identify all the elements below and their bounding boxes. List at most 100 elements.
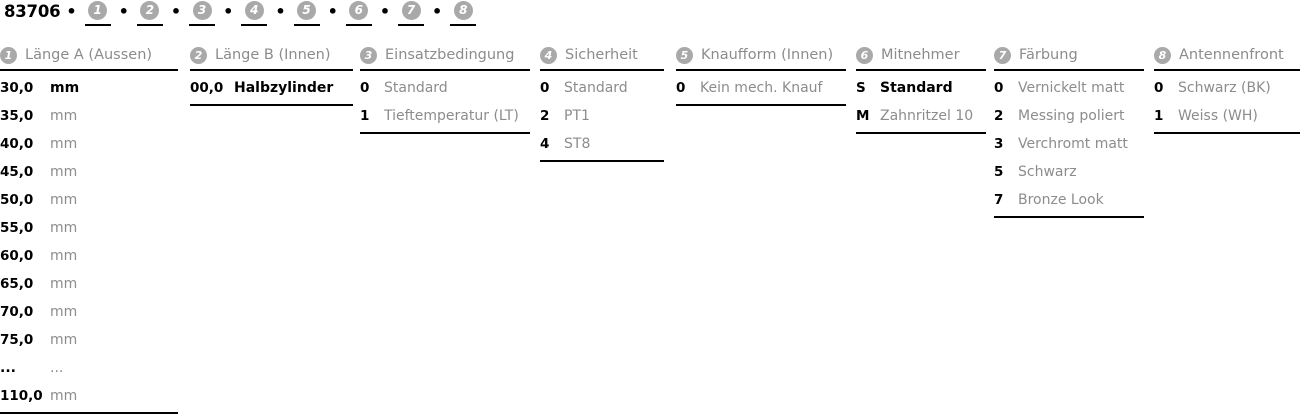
option-key: 5 bbox=[994, 164, 1004, 180]
option-key: 70,0 bbox=[0, 304, 34, 320]
option-label: mm bbox=[50, 80, 80, 96]
option-row[interactable]: 4 ST8 bbox=[540, 130, 664, 158]
column-title: Mitnehmer bbox=[881, 47, 960, 63]
breadcrumb-step-4[interactable]: 4 bbox=[239, 0, 269, 26]
option-label: Standard bbox=[880, 80, 953, 96]
option-label: Halbzylinder bbox=[234, 80, 334, 96]
breadcrumb-step-6[interactable]: 6 bbox=[344, 0, 374, 26]
breadcrumb-step-3[interactable]: 3 bbox=[187, 0, 217, 26]
option-key: 1 bbox=[1154, 108, 1164, 124]
breadcrumb-step-5[interactable]: 5 bbox=[292, 0, 322, 26]
option-key: 4 bbox=[540, 136, 550, 152]
option-key: 35,0 bbox=[0, 108, 34, 124]
step-underline bbox=[189, 24, 216, 26]
option-row[interactable]: 1 Weiss (WH) bbox=[1154, 102, 1300, 130]
option-label: Zahnritzel 10 bbox=[880, 108, 974, 124]
option-row[interactable]: 30,0 mm bbox=[0, 74, 178, 102]
breadcrumb-step-2[interactable]: 2 bbox=[135, 0, 165, 26]
step-number-badge: 5 bbox=[297, 1, 317, 20]
option-key: 65,0 bbox=[0, 276, 34, 292]
option-label: mm bbox=[50, 164, 78, 180]
option-label: mm bbox=[50, 304, 78, 320]
step-underline bbox=[84, 24, 111, 26]
column-number-badge: 8 bbox=[1154, 46, 1171, 64]
option-row[interactable]: 110,0 mm bbox=[0, 382, 178, 410]
option-label: Schwarz bbox=[1018, 164, 1077, 180]
step-underline bbox=[136, 24, 163, 26]
breadcrumb-separator: • bbox=[223, 2, 234, 21]
option-label: ... bbox=[50, 360, 64, 376]
step-underline bbox=[345, 24, 372, 26]
option-row[interactable]: M Zahnritzel 10 bbox=[856, 102, 986, 130]
step-underline bbox=[450, 24, 477, 26]
breadcrumb-step-7[interactable]: 7 bbox=[396, 0, 426, 26]
breadcrumb-step-8[interactable]: 8 bbox=[448, 0, 478, 26]
option-key: 3 bbox=[994, 136, 1004, 152]
option-key: 0 bbox=[994, 80, 1004, 96]
breadcrumb-separator: • bbox=[327, 2, 338, 21]
column-number-badge: 4 bbox=[540, 46, 557, 64]
option-key: 75,0 bbox=[0, 332, 34, 348]
option-row[interactable]: ...... bbox=[0, 354, 178, 382]
option-label: mm bbox=[50, 136, 78, 152]
breadcrumb-step-1[interactable]: 1 bbox=[83, 0, 113, 26]
option-label: mm bbox=[50, 108, 78, 124]
step-underline bbox=[293, 24, 320, 26]
column-header-8: 8 Antennenfront bbox=[1154, 44, 1300, 71]
option-label: Kein mech. Knauf bbox=[700, 80, 823, 96]
option-key: 0 bbox=[1154, 80, 1164, 96]
option-label: mm bbox=[50, 192, 78, 208]
breadcrumb-separator: • bbox=[379, 2, 391, 21]
option-label: mm bbox=[50, 388, 78, 404]
option-row[interactable]: S Standard bbox=[856, 74, 986, 102]
option-label: Weiss (WH) bbox=[1178, 108, 1258, 124]
option-label: ST8 bbox=[564, 136, 591, 152]
option-row[interactable]: 5 Schwarz bbox=[994, 158, 1144, 186]
column-title: Antennenfront bbox=[1179, 47, 1284, 63]
breadcrumb-separator: • bbox=[275, 2, 286, 21]
step-number-badge: 1 bbox=[88, 1, 108, 20]
option-label: Vernickelt matt bbox=[1018, 80, 1125, 96]
option-key: M bbox=[856, 108, 870, 124]
step-number-badge: 4 bbox=[244, 1, 264, 20]
option-row[interactable]: 3 Verchromt matt bbox=[994, 130, 1144, 158]
option-key: 30,0 bbox=[0, 80, 34, 96]
step-number-badge: 6 bbox=[349, 1, 369, 20]
option-row[interactable]: 35,0 mm bbox=[0, 102, 178, 130]
option-label: Tieftemperatur (LT) bbox=[384, 108, 519, 124]
option-label: Verchromt matt bbox=[1018, 136, 1128, 152]
option-row[interactable]: 70,0 mm bbox=[0, 298, 178, 326]
option-key: S bbox=[856, 80, 866, 96]
option-key: 110,0 bbox=[0, 388, 43, 404]
option-row[interactable]: 0 Vernickelt matt bbox=[994, 74, 1144, 102]
